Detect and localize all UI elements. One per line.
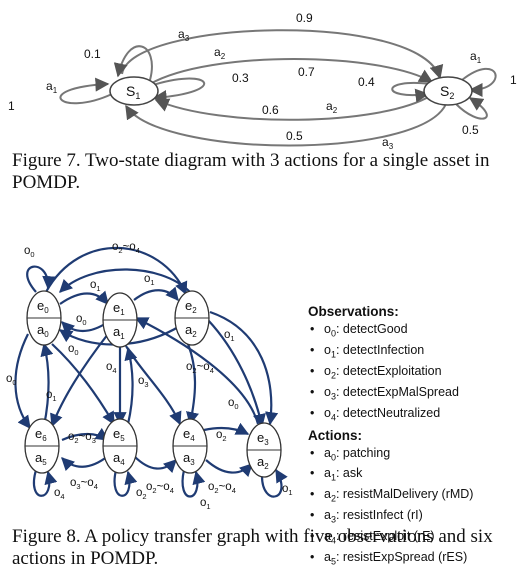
svg-text:o2~o4: o2~o4: [186, 361, 214, 375]
observations-title: Observations:: [308, 304, 399, 319]
action-label: a3: [178, 27, 190, 43]
observations-list: o0: detectGood o1: detectInfection o2: d…: [308, 321, 523, 426]
state-s2: [423, 76, 473, 106]
svg-text:o1: o1: [46, 389, 57, 403]
action-label: a1: [46, 79, 58, 95]
prob-label: 0.1: [84, 47, 101, 61]
edge-s1-self-a3: [113, 45, 153, 81]
svg-text:o0: o0: [228, 397, 239, 411]
observation-item: o0: detectGood: [308, 321, 523, 342]
observation-item: o3: detectExpMalSpread: [308, 384, 523, 405]
svg-text:o1: o1: [144, 273, 155, 287]
action-label: a2: [326, 99, 338, 115]
prob-label: 0.5: [462, 123, 479, 137]
figure8-edges: [14, 246, 288, 498]
prob-label: 0.4: [358, 75, 375, 89]
figure8-caption: Figure 8. A policy transfer graph with f…: [12, 526, 493, 569]
prob-label: 1: [510, 73, 517, 87]
observation-item: o2: detectExploitation: [308, 363, 523, 384]
action-item: a2: resistMalDelivery (rMD): [308, 486, 523, 507]
svg-text:o2: o2: [216, 429, 227, 443]
prob-label: 0.9: [296, 11, 313, 25]
figure8-edge-labels: o0 o2~o4 o1 o1 o0 o1 o0 o4 o3 o2~o4 o0 o…: [6, 241, 293, 511]
state-s1: [109, 76, 159, 106]
edge-s2-self-a3: [455, 97, 488, 120]
svg-text:o2~o3: o2~o3: [68, 431, 96, 445]
figure7-diagram: [59, 29, 497, 147]
edge-s1-self-a2: [149, 77, 206, 105]
prob-label: 1: [8, 99, 15, 113]
action-item: a4: resistExploit (rE): [308, 528, 523, 549]
observation-item: o1: detectInfection: [308, 342, 523, 363]
edge-s2-s1-a3: [125, 103, 447, 147]
action-item: a1: ask: [308, 465, 523, 486]
svg-text:o3: o3: [138, 375, 149, 389]
action-label: a2: [214, 45, 226, 61]
figure7-caption: Figure 7. Two-state diagram with 3 actio…: [12, 150, 490, 193]
svg-text:o3~o4: o3~o4: [70, 477, 98, 491]
actions-title: Actions:: [308, 427, 362, 443]
figure8-legend: Observations: o0: detectGood o1: detectI…: [308, 304, 523, 572]
figure7-labels: 0.9 a3 0.1 a2 0.7 0.3 a1 1 0.4 a1 1 0.6 …: [8, 11, 517, 151]
edge-s2-s1-a2: [154, 95, 431, 121]
action-label: a3: [382, 135, 394, 151]
edge-s2-self-a1: [461, 67, 497, 97]
svg-text:o4: o4: [106, 361, 117, 375]
svg-text:o0: o0: [6, 373, 17, 387]
action-item: a3: resistInfect (rI): [308, 507, 523, 528]
actions-list: a0: patching a1: ask a2: resistMalDelive…: [308, 445, 523, 570]
edge-s2-self-a2: [391, 82, 431, 103]
edge-s1-s2-a3: [121, 29, 444, 80]
figure7-states: S1 S2: [109, 76, 473, 106]
svg-text:o1: o1: [200, 497, 211, 511]
svg-text:o4: o4: [54, 487, 65, 501]
figure8-nodes: e0 a0 e1 a1 e2 a2 e6 a5 e5 a4 e4 a3 e3 a…: [24, 290, 282, 478]
svg-text:o2~o4: o2~o4: [146, 481, 174, 495]
svg-text:o2~o4: o2~o4: [112, 241, 140, 255]
observation-item: o4: detectNeutralized: [308, 405, 523, 426]
svg-text:o0: o0: [76, 313, 87, 327]
svg-text:o1: o1: [282, 483, 293, 497]
svg-text:o2: o2: [136, 487, 147, 501]
edge-s1-self-a1: [59, 77, 113, 105]
prob-label: 0.7: [298, 65, 315, 79]
action-label: a1: [470, 49, 482, 65]
svg-text:o1: o1: [90, 279, 101, 293]
action-item: a5: resistExpSpread (rES): [308, 549, 523, 570]
prob-label: 0.5: [286, 129, 303, 143]
svg-text:o0: o0: [68, 343, 79, 357]
prob-label: 0.6: [262, 103, 279, 117]
edge-s1-s2-a2: [149, 58, 434, 85]
svg-text:o0: o0: [24, 245, 35, 259]
action-item: a0: patching: [308, 445, 523, 466]
svg-text:o1: o1: [224, 329, 235, 343]
prob-label: 0.3: [232, 71, 249, 85]
svg-text:o2~o4: o2~o4: [208, 481, 236, 495]
